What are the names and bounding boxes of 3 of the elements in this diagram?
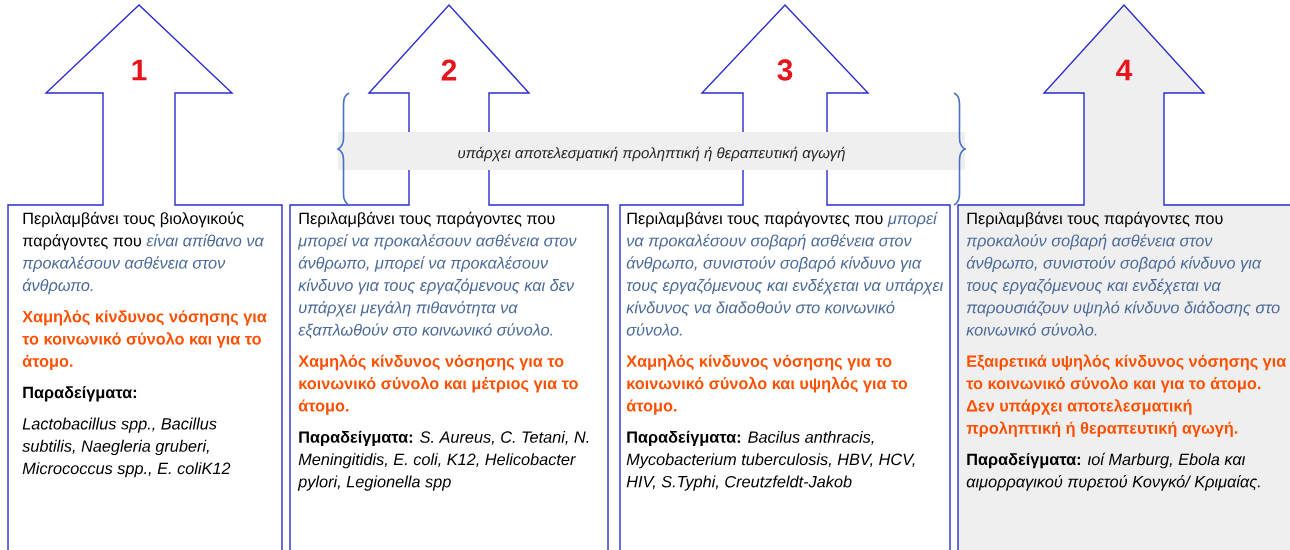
arrow-callout: Περιλαμβάνει τους βιολογικούς παράγοντες που είναι απίθανο να προκαλέσουν ασθένεια στον άνθρωπο. Χαμηλός κίνδυνος νόσησης για το κοινωνικό σύνολο και για το άτομο. Παραδείγματα: Lactobacillus spp., Bacillus subtilis, Naegleria gruberi, Micrococcus spp., E. coliK12 1 xyxy=(7,4,283,550)
banner: υπάρχει αποτελεσματική προληπτική ή θεραπευτική αγωγή xyxy=(338,132,965,170)
arrow-callout: Περιλαμβάνει τους παράγοντες που προκαλούν σοβαρή ασθένεια στον άνθρωπο, συνιστούν σοβαρό κίνδυνο για τους εργαζόμενους και ενδέχεται να παρουσιάζουν υψηλό κίνδυνο διάδοσης στο κοινωνικό σύνολο. Εξαιρετικά υψηλός κίνδυνος νόσησης για το κοινωνικό σύνολο και για το άτομο. Δεν υπάρχει αποτελεσματική προληπτική ή θεραπευτική αγωγή. Παραδείγματα: ιοί Marburg, Ebola και αιμορραγικού πυρετού Κονγκό/ Κριμαίας. 4 xyxy=(957,3,1290,550)
